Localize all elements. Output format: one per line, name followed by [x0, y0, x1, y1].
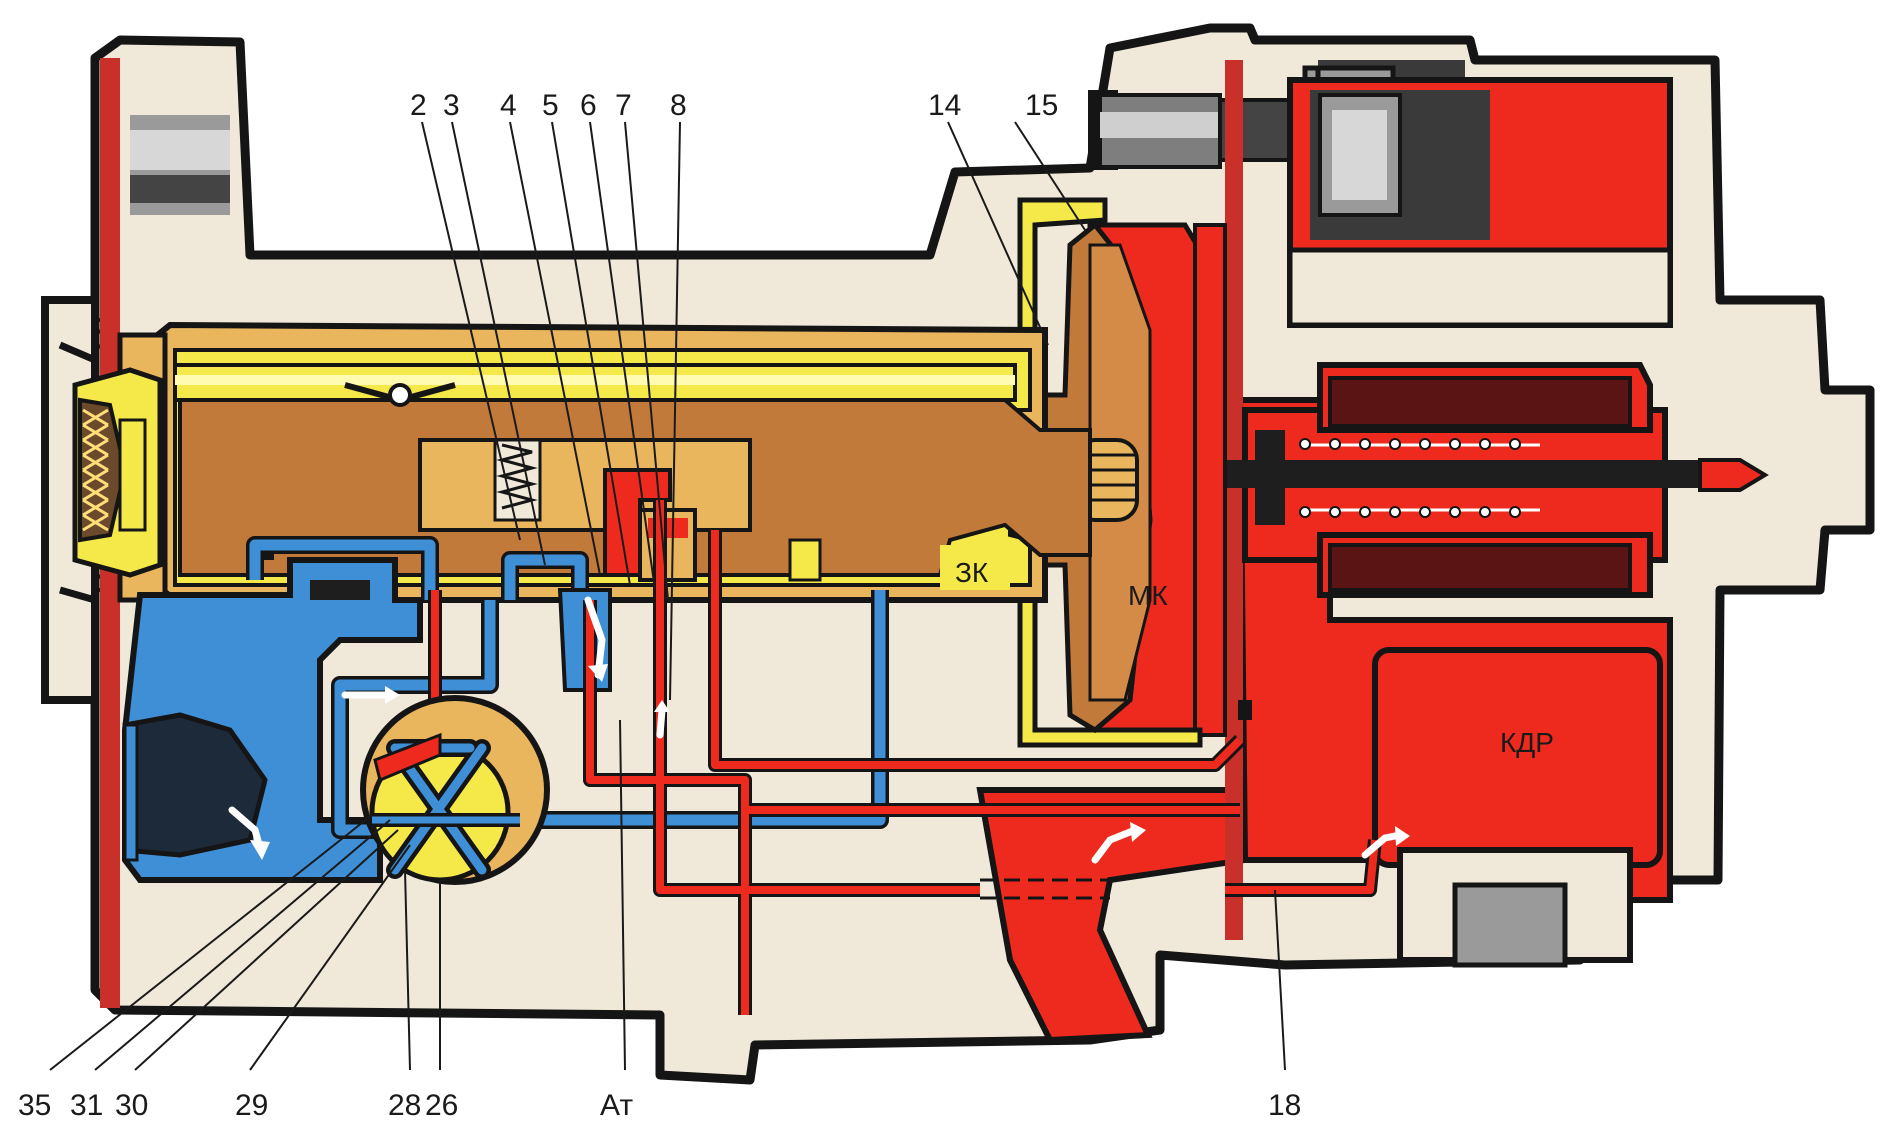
callout-6: 6 — [580, 89, 597, 122]
top-left-bore — [130, 115, 230, 215]
flow-arrows — [228, 596, 1404, 864]
leader-lines — [49, 121, 1286, 1071]
callout-28: 28 — [388, 1089, 421, 1122]
rotary-distributor — [360, 695, 550, 885]
callout-8: 8 — [670, 89, 687, 122]
callout-15: 15 — [1025, 89, 1058, 122]
callout-at: Ат — [600, 1089, 633, 1122]
callout-26: 26 — [425, 1089, 458, 1122]
left-end-cap — [72, 332, 168, 603]
callout-2: 2 — [410, 89, 427, 122]
flow-arrowheads — [250, 664, 1410, 860]
solenoid-spring-assembly — [1215, 362, 1769, 598]
drain-plug — [1397, 847, 1633, 968]
callout-35: 35 — [18, 1089, 51, 1122]
valve-seat-frame — [1017, 197, 1203, 748]
zone-label-kdr: КДР — [1500, 727, 1554, 758]
callout-4: 4 — [500, 89, 517, 122]
zone-label-zk: ЗК — [955, 557, 989, 588]
callout-31: 31 — [70, 1089, 103, 1122]
zone-label-mk: МК — [1128, 580, 1168, 611]
stem-ball-check — [344, 382, 456, 407]
callout-14: 14 — [928, 89, 961, 122]
callout-30: 30 — [115, 1089, 148, 1122]
callout-7: 7 — [615, 89, 632, 122]
callout-3: 3 — [443, 89, 460, 122]
pressure-channels — [431, 500, 1379, 1015]
callout-5: 5 — [542, 89, 559, 122]
callout-18: 18 — [1268, 1089, 1301, 1122]
callout-29: 29 — [235, 1089, 268, 1122]
